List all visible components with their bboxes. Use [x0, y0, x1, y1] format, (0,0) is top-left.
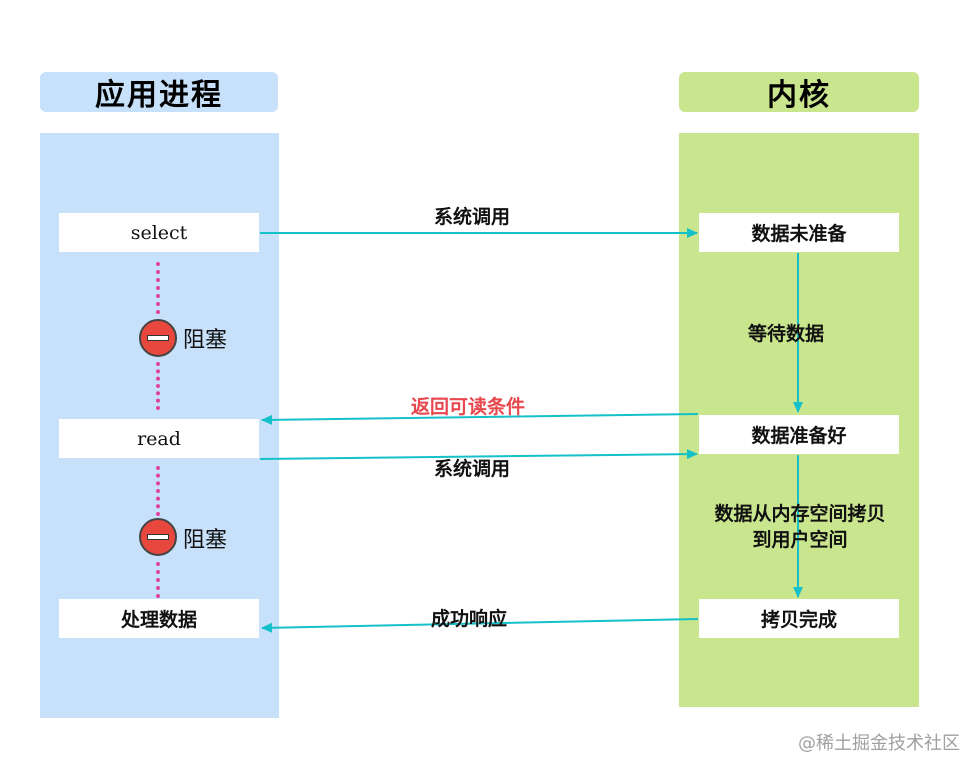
copy-done-step: 拷贝完成: [699, 599, 899, 638]
blocking-dots-2a: [156, 466, 164, 516]
blocking-dots-2b: [156, 562, 164, 598]
kernel-header: 内核: [679, 72, 919, 113]
copy-note-line2: 到用户空间: [752, 529, 848, 551]
no-entry-icon: [139, 518, 177, 556]
data-not-ready-step: 数据未准备: [699, 213, 899, 252]
blocked-label-1: 阻塞: [183, 328, 228, 353]
watermark: @稀土掘金技术社区: [798, 733, 960, 754]
syscall-label-1: 系统调用: [434, 206, 511, 228]
data-ready-step: 数据准备好: [699, 415, 899, 454]
no-entry-icon: [139, 319, 177, 357]
success-label: 成功响应: [431, 608, 508, 630]
copy-note-line1: 数据从内存空间拷贝: [714, 503, 886, 525]
select-step: select: [59, 213, 259, 252]
read-step: read: [59, 419, 259, 458]
process-data-step: 处理数据: [59, 599, 259, 638]
syscall-label-2: 系统调用: [434, 458, 511, 480]
blocked-label-2: 阻塞: [183, 528, 228, 553]
blocking-dots-1b: [156, 362, 164, 410]
app-process-header: 应用进程: [40, 72, 278, 113]
return-readable-label: 返回可读条件: [411, 396, 526, 418]
blocking-dots-1a: [156, 262, 164, 314]
wait-data-label: 等待数据: [748, 323, 825, 345]
